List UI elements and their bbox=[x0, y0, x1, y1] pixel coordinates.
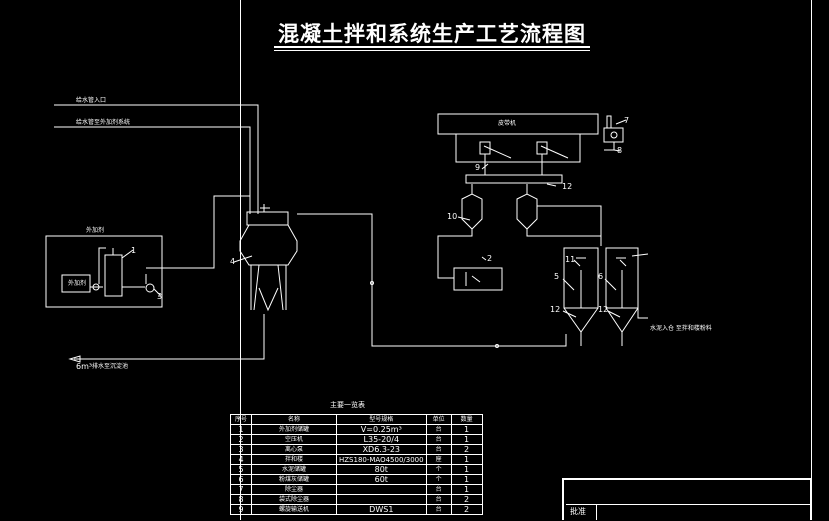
callout-3: 3 bbox=[157, 292, 162, 301]
mixer-legs bbox=[250, 264, 287, 312]
pump-room-label: 外加剂 bbox=[86, 226, 104, 234]
callout-5: 5 bbox=[554, 272, 559, 281]
pipe-pump-room bbox=[90, 247, 145, 288]
table-header-row: 序号 名称 型号规格 单位 数量 bbox=[230, 414, 483, 425]
header-name: 名称 bbox=[251, 414, 337, 425]
callout-12b: 12 bbox=[550, 305, 560, 314]
title-block-row bbox=[566, 504, 810, 521]
callout-12a: 12 bbox=[562, 182, 572, 191]
drain-text: 排水至沉淀池 bbox=[92, 362, 128, 370]
callout-6: 6 bbox=[598, 272, 603, 281]
drain-volume: 6m³ bbox=[76, 362, 92, 371]
callout-9: 9 bbox=[475, 163, 480, 172]
callout-4: 4 bbox=[230, 257, 235, 266]
conveyor-box bbox=[437, 113, 599, 135]
pump-room-box bbox=[45, 235, 163, 308]
header-unit: 单位 bbox=[425, 414, 452, 425]
callout-11: 11 bbox=[565, 255, 575, 264]
header-model: 型号规格 bbox=[336, 414, 427, 425]
callout-7: 7 bbox=[624, 116, 629, 125]
conveyor-label: 皮带机 bbox=[498, 119, 516, 127]
callout-8: 8 bbox=[617, 146, 622, 155]
callout-10: 10 bbox=[447, 212, 457, 221]
compressor bbox=[453, 267, 503, 291]
drain-pipe bbox=[74, 314, 265, 360]
water-label-1: 给水管入口 bbox=[76, 96, 106, 104]
callout-1: 1 bbox=[131, 246, 136, 255]
callout-12c: 12 bbox=[598, 305, 608, 314]
drawing-frame bbox=[240, 0, 812, 520]
belt-bar bbox=[465, 174, 563, 184]
header-qty: 数量 bbox=[450, 414, 483, 425]
title-block-divider bbox=[596, 504, 597, 520]
title-underline-thin bbox=[274, 50, 590, 51]
cement-out-label: 水泥入仓 至拌和楼粉料 bbox=[650, 324, 712, 332]
water-pipe-2 bbox=[54, 126, 251, 210]
water-pipe-1 bbox=[54, 104, 259, 214]
approve-label: 批准 bbox=[570, 507, 586, 516]
callout-2: 2 bbox=[487, 254, 492, 263]
header-no: 序号 bbox=[230, 414, 252, 425]
mixer-top bbox=[246, 211, 289, 226]
main-pipe bbox=[297, 213, 567, 347]
parts-table-title: 主要一览表 bbox=[330, 401, 365, 409]
tank-label: 外加剂 bbox=[68, 279, 86, 287]
small-tank-box bbox=[61, 274, 91, 293]
admixture-tank bbox=[104, 254, 123, 297]
drawing-title: 混凝土拌和系统生产工艺流程图 bbox=[278, 21, 586, 46]
water-label-2: 给水管至外加剂系统 bbox=[76, 118, 130, 126]
title-block bbox=[562, 478, 812, 520]
pump-circle bbox=[145, 283, 155, 293]
title-underline bbox=[274, 46, 590, 48]
